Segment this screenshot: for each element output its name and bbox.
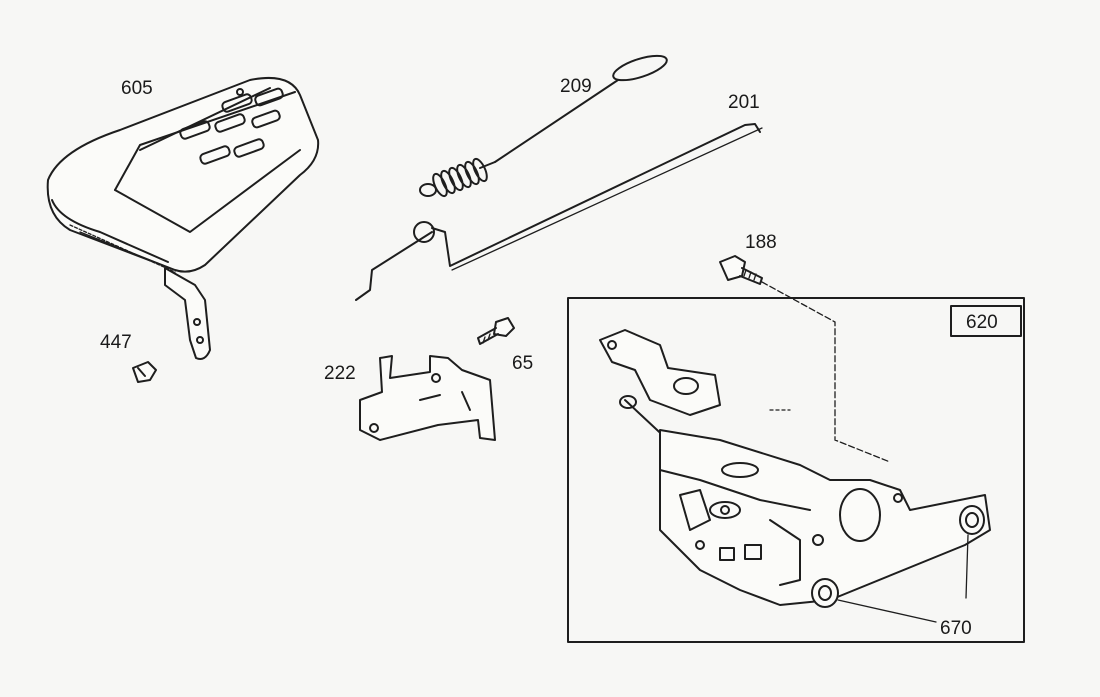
part-605-cover (46, 76, 320, 360)
part-620-control-assembly (599, 329, 991, 623)
callout-188: 188 (745, 232, 777, 253)
callout-605: 605 (121, 78, 153, 99)
assembly-620-box (567, 297, 1025, 643)
part-209-spring (419, 54, 668, 198)
part-222-bracket (359, 355, 496, 441)
callout-670: 670 (940, 618, 972, 639)
callout-201: 201 (728, 92, 760, 113)
callout-209: 209 (560, 76, 592, 97)
part-447-screw (132, 361, 157, 383)
callout-447: 447 (100, 332, 132, 353)
part-65-screw (477, 317, 515, 345)
callout-620: 620 (966, 312, 998, 333)
callout-222: 222 (324, 363, 356, 384)
part-188-bolt (719, 255, 891, 463)
callout-65: 65 (512, 353, 533, 374)
part-201-rod (355, 123, 763, 301)
